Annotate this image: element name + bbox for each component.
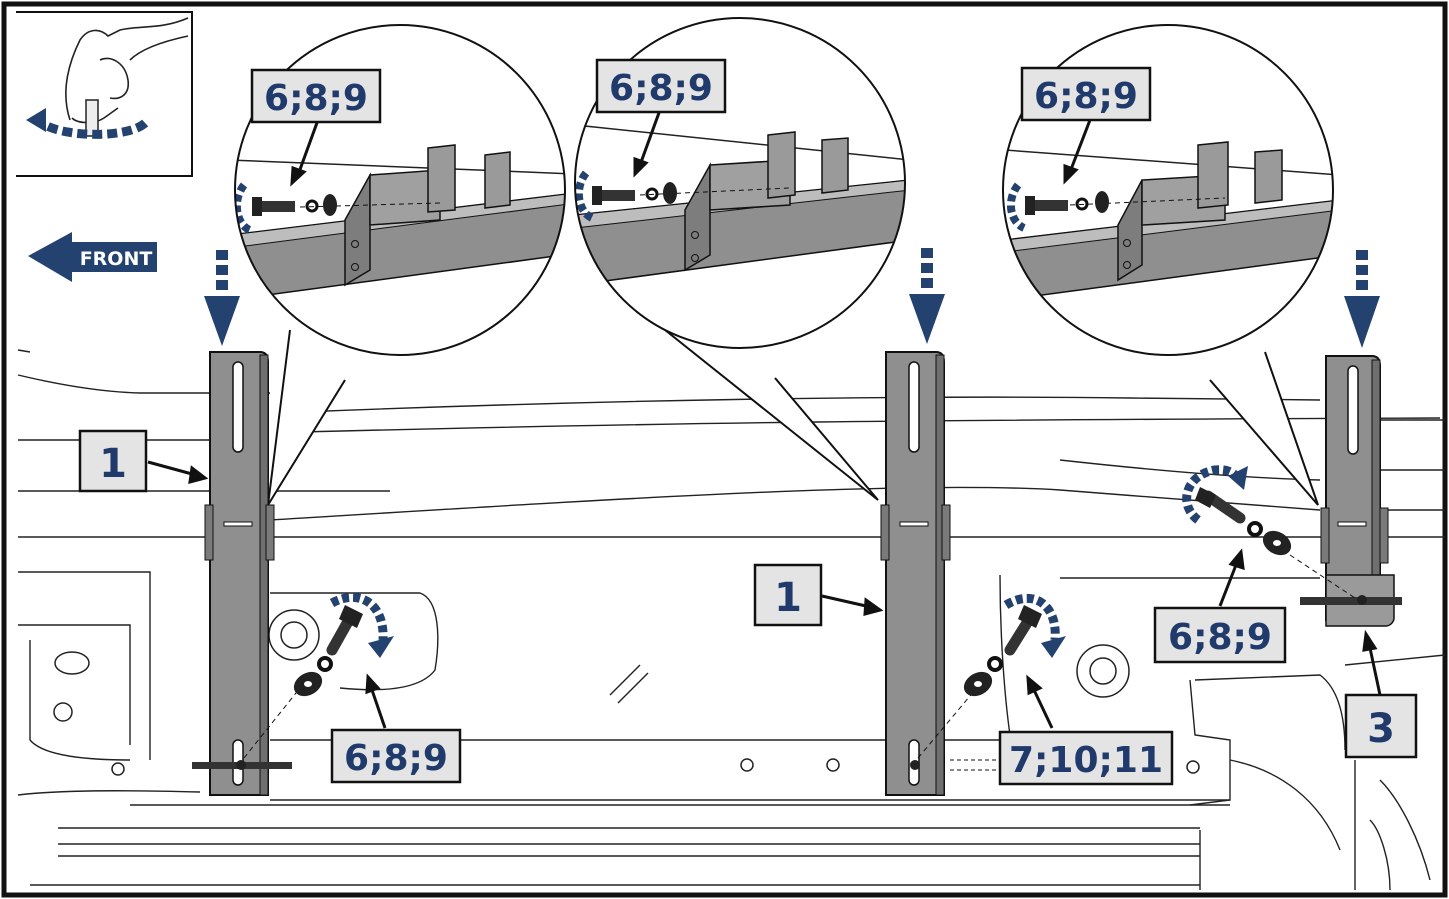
- bolt-group-right: [1182, 465, 1292, 556]
- bracket-right: [1289, 355, 1402, 627]
- part-number-left-text: 1: [99, 441, 127, 487]
- part-number-left: 1: [78, 429, 148, 493]
- pinch-hand-icon: [16, 11, 193, 177]
- callout-zoom-right-text: 6;8;9: [1034, 76, 1138, 117]
- part-number-right: 3: [1344, 693, 1418, 759]
- callout-bottom-right: 6;8;9: [1153, 606, 1287, 664]
- part-number-middle: 1: [753, 563, 823, 627]
- callout-zoom-left-text: 6;8;9: [264, 78, 368, 119]
- insert-arrows: [204, 248, 1380, 348]
- callout-bottom-right-text: 6;8;9: [1168, 617, 1272, 658]
- bolt-group-left: [293, 593, 394, 697]
- callout-zoom-middle-text: 6;8;9: [609, 68, 713, 109]
- front-direction-arrow: FRONT: [28, 232, 157, 282]
- part-number-middle-text: 1: [774, 575, 802, 621]
- bracket-middle: [880, 351, 1000, 796]
- insert-arrow-middle: [909, 248, 945, 344]
- front-label: FRONT: [80, 248, 153, 270]
- callout-bottom-left: 6;8;9: [330, 728, 462, 784]
- callout-bottom-left-text: 6;8;9: [344, 738, 448, 779]
- pointer-lines: [147, 109, 1382, 729]
- callout-bottom-middle-text: 7;10;11: [1009, 740, 1163, 781]
- floor-holes: [53, 609, 1200, 776]
- part-number-right-text: 3: [1367, 706, 1395, 752]
- insert-arrow-left: [204, 250, 240, 346]
- callout-bottom-middle: 7;10;11: [998, 730, 1174, 786]
- bracket-left: [192, 351, 301, 796]
- insert-arrow-right: [1344, 250, 1380, 348]
- zoom-bubble-tails: [267, 309, 1319, 506]
- callout-zoom-left: 6;8;9: [250, 68, 382, 124]
- bolt-group-middle: [963, 593, 1066, 697]
- callout-zoom-middle: 6;8;9: [595, 58, 727, 114]
- callout-zoom-right: 6;8;9: [1020, 66, 1152, 122]
